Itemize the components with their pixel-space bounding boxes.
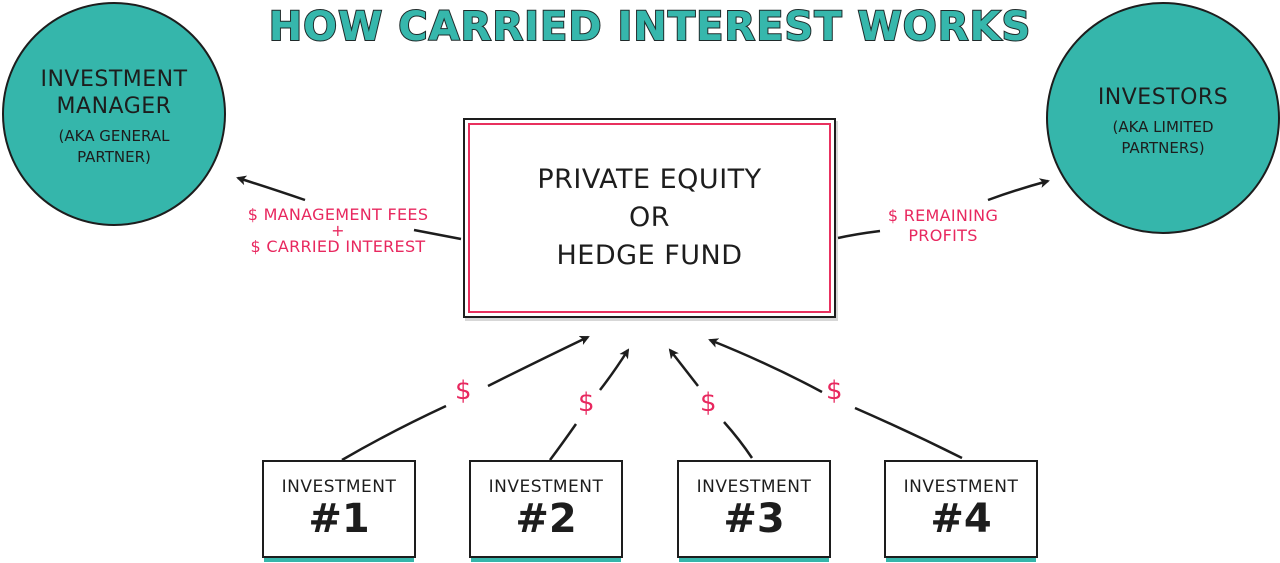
arrow-inv2-lower	[548, 423, 578, 461]
arrow-inv4-upper	[708, 338, 823, 394]
fund-line2: OR	[628, 202, 670, 233]
dollar-icon-inv3: $	[700, 388, 717, 418]
investment-node-2: INVESTMENT #2	[469, 460, 623, 562]
investment-manager-sub-line1: (AKA GENERAL	[58, 127, 170, 145]
fund-node: PRIVATE EQUITY OR HEDGE FUND	[463, 118, 836, 318]
remaining-profits-line2: PROFITS	[908, 226, 978, 245]
investment-node-3: INVESTMENT #3	[677, 460, 831, 562]
investment-3-label: INVESTMENT	[696, 477, 812, 497]
arrow-fund-to-manager-lower	[413, 228, 462, 241]
dollar-icon-inv1: $	[455, 376, 472, 406]
remaining-profits-label: $ REMAINING PROFITS	[872, 206, 1014, 246]
arrow-inv3-upper	[668, 348, 699, 387]
investment-4-label: INVESTMENT	[903, 477, 1019, 497]
investment-1-number: #1	[308, 496, 370, 542]
investment-manager-title-line2: MANAGER	[56, 94, 172, 119]
investors-sub-line2: PARTNERS)	[1121, 139, 1205, 157]
arrow-fund-to-manager-upper	[236, 175, 306, 202]
manager-fees-plus: +	[331, 221, 345, 240]
investors-subtitle: (AKA LIMITED PARTNERS)	[1112, 117, 1213, 159]
investment-node-1: INVESTMENT #1	[262, 460, 416, 562]
investment-2-label: INVESTMENT	[488, 477, 604, 497]
investment-manager-sub-line2: PARTNER)	[77, 148, 151, 166]
investment-4-number: #4	[930, 496, 992, 542]
investment-manager-node: INVESTMENT MANAGER (AKA GENERAL PARTNER)	[2, 2, 226, 226]
fund-inner-border: PRIVATE EQUITY OR HEDGE FUND	[468, 123, 831, 313]
arrow-inv1-upper	[487, 335, 590, 388]
arrow-fund-to-investors-lower	[837, 229, 881, 240]
arrow-inv2-upper	[599, 348, 630, 391]
manager-fees-line1: $ MANAGEMENT FEES	[247, 205, 429, 224]
investors-node: INVESTORS (AKA LIMITED PARTNERS)	[1046, 2, 1280, 234]
investment-2-number: #2	[515, 496, 577, 542]
fund-line3: HEDGE FUND	[556, 240, 743, 271]
investors-sub-line1: (AKA LIMITED	[1112, 118, 1214, 136]
investment-3-number: #3	[723, 496, 785, 542]
investment-manager-title-line1: INVESTMENT	[40, 67, 188, 92]
arrow-inv1-lower	[341, 404, 447, 462]
dollar-icon-inv2: $	[578, 388, 595, 418]
dollar-icon-inv4: $	[826, 376, 843, 406]
manager-fees-line3: $ CARRIED INTEREST	[250, 237, 426, 256]
arrow-fund-to-investors-upper	[987, 178, 1050, 202]
investment-1-label: INVESTMENT	[281, 477, 397, 497]
diagram-title: HOW CARRIED INTEREST WORKS	[268, 3, 1032, 51]
remaining-profits-line1: $ REMAINING	[887, 206, 999, 225]
investment-node-4: INVESTMENT #4	[884, 460, 1038, 562]
investors-title: INVESTORS	[1097, 85, 1229, 110]
investment-manager-subtitle: (AKA GENERAL PARTNER)	[59, 126, 170, 168]
arrow-inv4-lower	[854, 406, 963, 460]
fund-line1: PRIVATE EQUITY	[537, 164, 762, 195]
arrow-inv3-lower	[723, 421, 754, 459]
manager-fees-label: $ MANAGEMENT FEES + $ CARRIED INTEREST	[226, 205, 450, 257]
